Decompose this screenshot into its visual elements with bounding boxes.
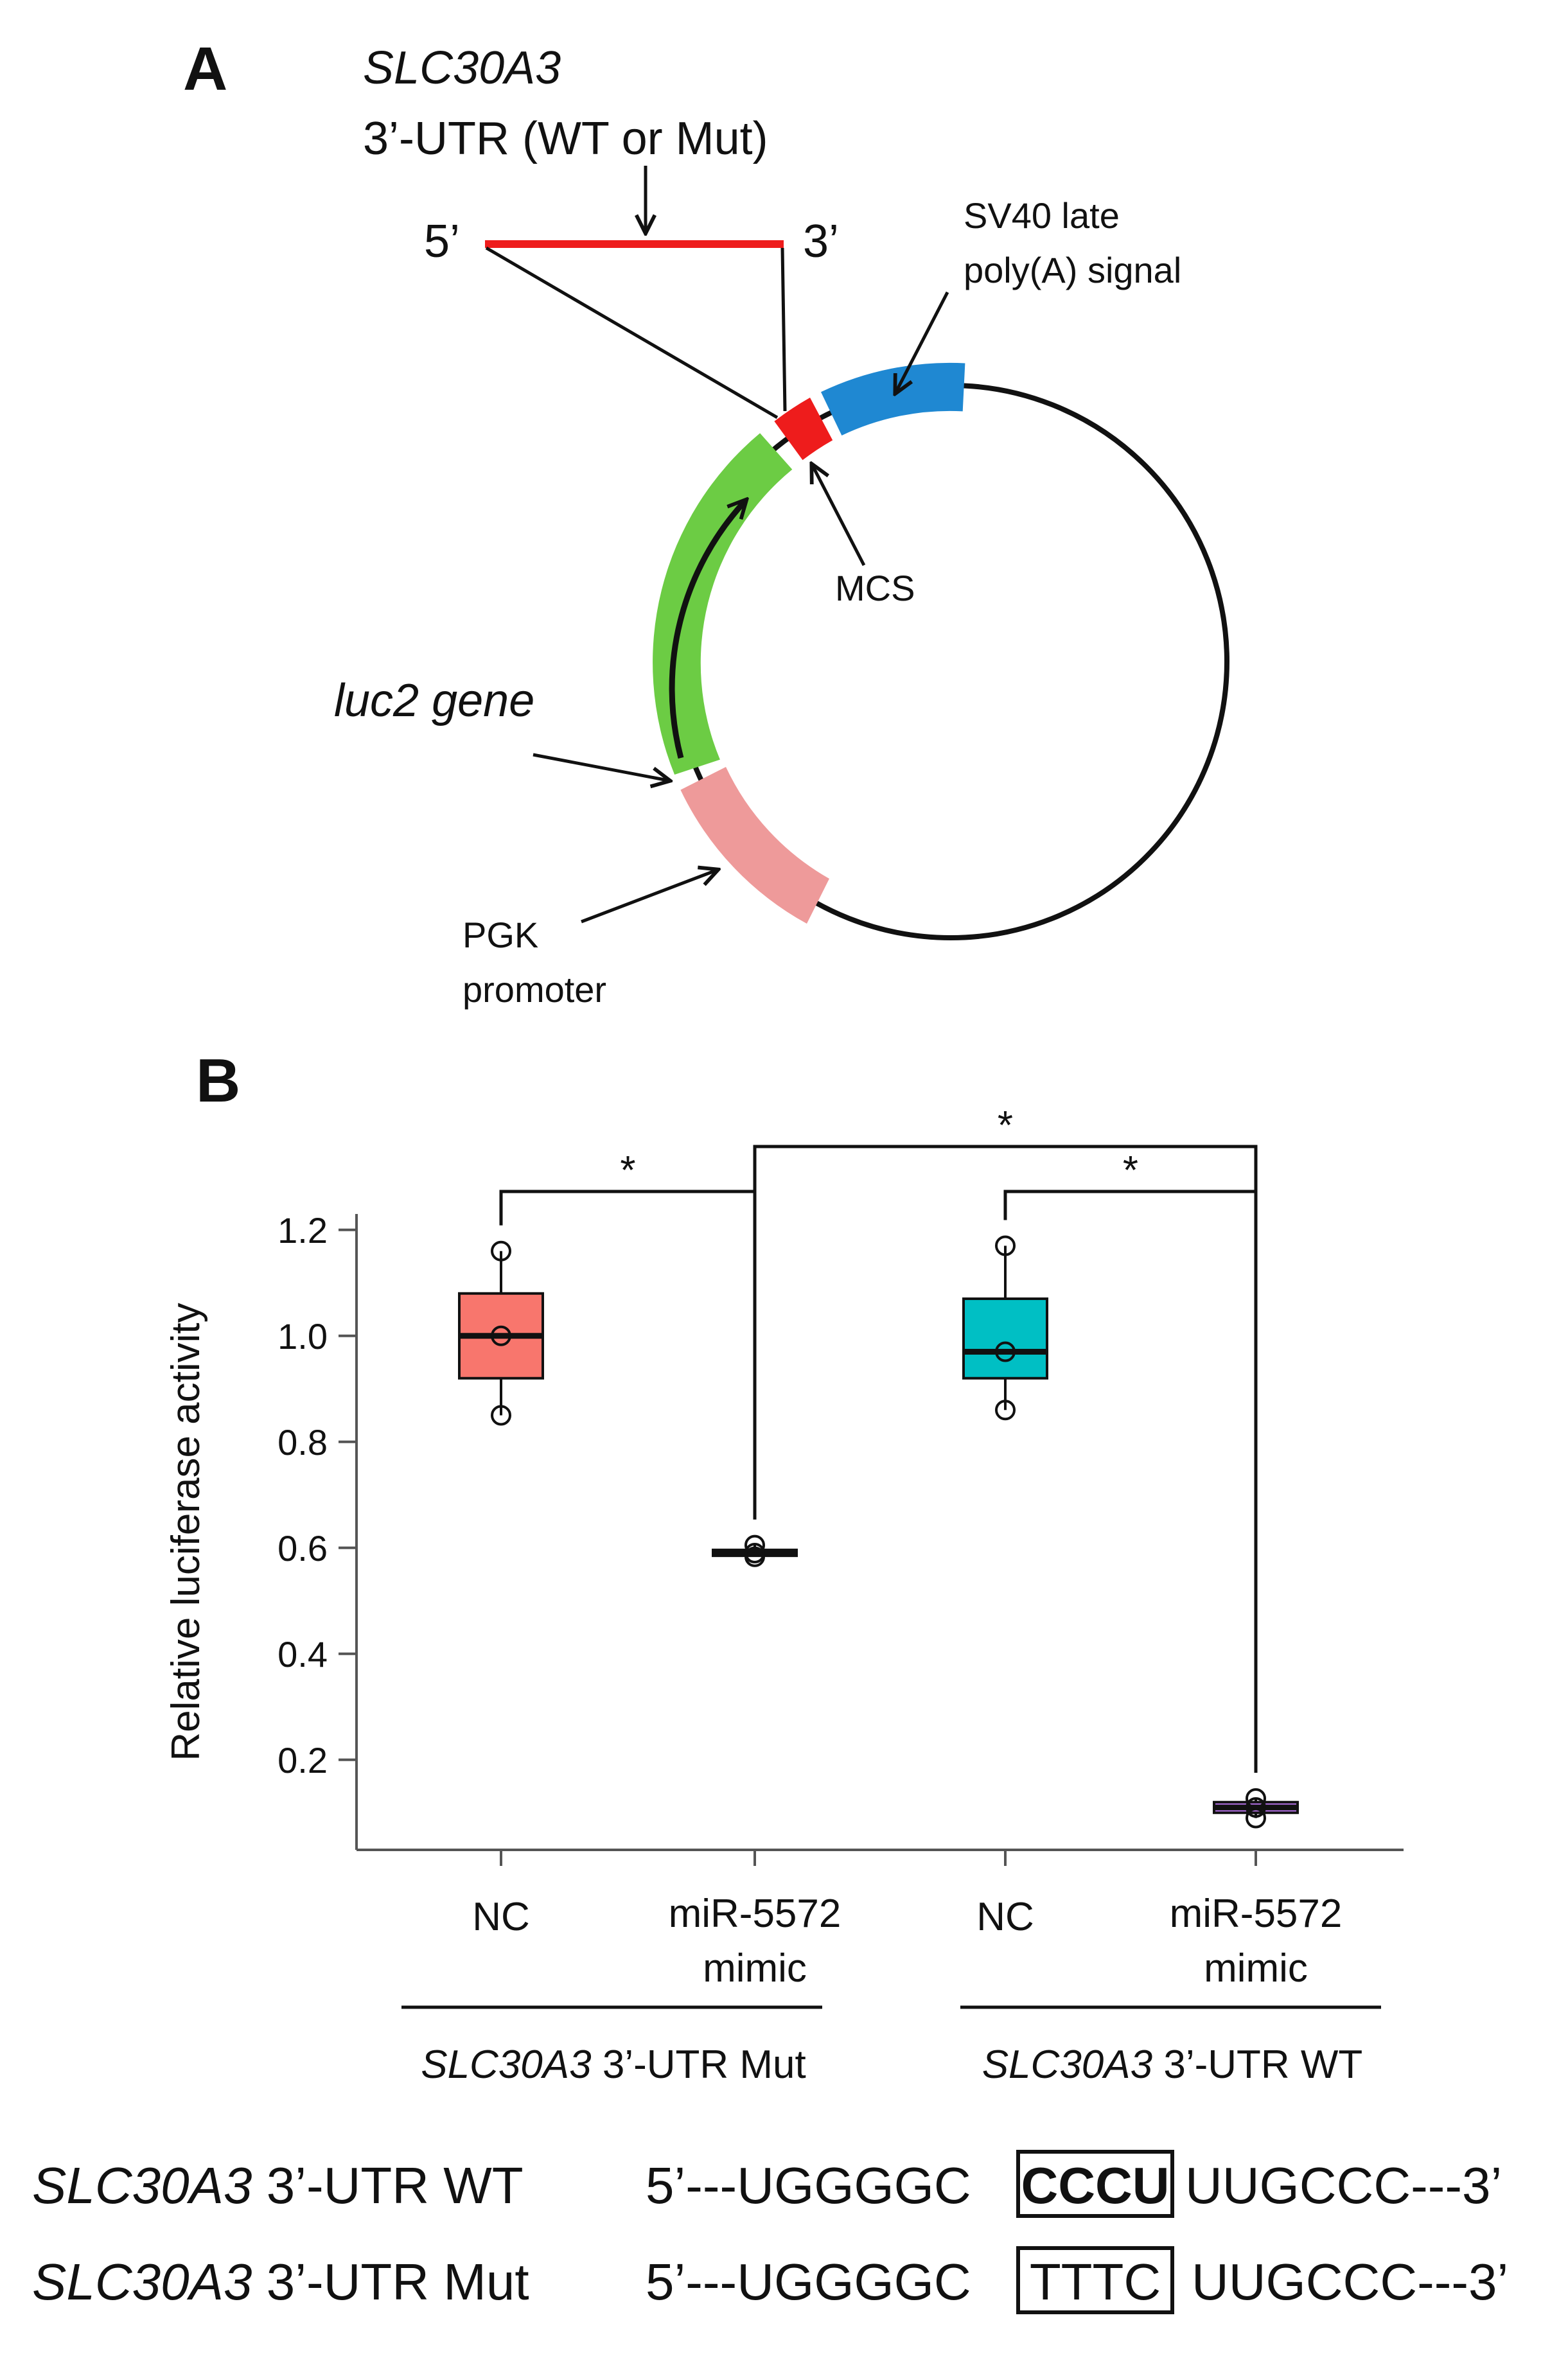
insert-guide-right <box>780 247 787 412</box>
panel-a-letter: A <box>183 35 227 103</box>
data-point <box>491 1405 511 1426</box>
data-point <box>491 1240 511 1262</box>
y-tick-label: 0.8 <box>277 1422 328 1463</box>
pgk-arrow <box>581 870 716 924</box>
significance-star: * <box>620 1148 635 1193</box>
pgk-promoter-segment <box>680 767 829 924</box>
x-label-line2: mimic <box>1204 1946 1308 1991</box>
sv40-label-line1: SV40 late <box>964 195 1120 236</box>
significance-star: * <box>1123 1148 1138 1193</box>
y-tick-label: 0.6 <box>277 1528 328 1569</box>
luc2-segment <box>653 433 793 775</box>
significance-star: * <box>998 1103 1013 1148</box>
significance-brackets: * * * <box>499 1103 1258 1773</box>
three-prime-label: 3’ <box>803 216 839 267</box>
sequence-mut-right: UUGCCC---3’ <box>1192 2253 1508 2310</box>
group-label-wt: SLC30A3 3’-UTR WT <box>982 2043 1363 2087</box>
x-label: miR-5572 <box>669 1892 841 1936</box>
insert-desc-label: 3’-UTR (WT or Mut) <box>363 113 768 164</box>
pgk-label-line1: PGK <box>462 915 538 955</box>
box <box>962 1235 1048 1421</box>
data-point <box>744 1543 765 1563</box>
pgk-label-line2: promoter <box>462 969 606 1010</box>
seed-site-box-wt <box>1016 2150 1174 2218</box>
luc2-arrow <box>533 753 668 780</box>
data-point <box>1246 1807 1266 1829</box>
sequence-mut-left: 5’---UGGGGC <box>646 2253 971 2310</box>
seed-site-box-mut <box>1016 2246 1174 2314</box>
box <box>712 1534 798 1567</box>
box <box>458 1240 544 1426</box>
data-point <box>1246 1797 1266 1818</box>
panel-b: B 0.2 0.4 0.6 0.8 1.0 1.2 Relative luciferase… <box>164 1046 1404 2087</box>
sv40-segment <box>821 362 965 435</box>
y-tick-label: 0.2 <box>277 1740 328 1780</box>
sv40-arrow <box>896 291 949 392</box>
group-label-wt-gene: SLC30A3 <box>982 2043 1152 2087</box>
significance-bracket: * <box>1003 1148 1258 1773</box>
y-tick-label: 0.4 <box>277 1634 328 1675</box>
significance-bracket: * <box>753 1103 1258 1773</box>
sequence-mut-gene: SLC30A3 <box>32 2253 252 2310</box>
data-point <box>995 1235 1016 1256</box>
insert-gene-label: SLC30A3 <box>363 42 561 94</box>
sequence-wt-site: CCCU <box>1021 2157 1169 2214</box>
x-label: miR-5572 <box>1170 1892 1343 1936</box>
luc2-direction-arrow <box>669 501 745 759</box>
data-point <box>995 1400 1016 1421</box>
bracket-line <box>1003 1190 1258 1773</box>
sequence-comparison: SLC30A3 3’-UTR WT 5’---UGGGGC CCCU UUGCC… <box>32 2150 1508 2314</box>
group-label-mut: SLC30A3 3’-UTR Mut <box>421 2043 806 2087</box>
sequence-mut-rest: 3’-UTR Mut <box>252 2253 529 2310</box>
x-label-line2: mimic <box>703 1946 807 1991</box>
luc2-label: luc2 gene <box>334 675 534 726</box>
sequence-wt-gene: SLC30A3 <box>32 2157 252 2214</box>
y-ticks: 0.2 0.4 0.6 0.8 1.0 1.2 <box>277 1210 357 1780</box>
data-point <box>1246 1788 1266 1809</box>
group-label-mut-rest: 3’-UTR Mut <box>592 2043 806 2087</box>
boxes <box>458 1235 1299 1829</box>
mcs-label: MCS <box>835 568 915 608</box>
sequence-wt-left: 5’---UGGGGC <box>646 2157 971 2214</box>
data-point <box>995 1341 1016 1362</box>
sequence-mut-site: TTTC <box>1030 2253 1161 2310</box>
y-tick-label: 1.2 <box>277 1210 328 1251</box>
insert-guide-left <box>485 246 779 419</box>
mcs-segment <box>774 398 833 461</box>
bracket-line <box>753 1145 1258 1773</box>
panel-b-letter: B <box>196 1046 240 1115</box>
x-label: NC <box>976 1895 1034 1939</box>
box <box>1213 1788 1299 1829</box>
x-labels: NC miR-5572 mimic NC miR-5572 mimic <box>472 1850 1342 1991</box>
y-axis-title: Relative luciferase activity <box>164 1303 208 1761</box>
sequence-wt-name: SLC30A3 3’-UTR WT <box>32 2157 524 2214</box>
box-plot: 0.2 0.4 0.6 0.8 1.0 1.2 Relative luciferase a… <box>164 1103 1404 1991</box>
sv40-label-line2: poly(A) signal <box>964 250 1181 290</box>
mcs-arrow <box>813 466 866 567</box>
group-label-wt-rest: 3’-UTR WT <box>1152 2043 1362 2087</box>
x-label: NC <box>472 1895 530 1939</box>
data-point <box>491 1325 511 1346</box>
panel-a: A SLC30A3 3’-UTR (WT or Mut) 5’ 3’ SV40 … <box>183 35 1229 1010</box>
box-body <box>962 1297 1048 1380</box>
five-prime-label: 5’ <box>424 216 460 267</box>
sequence-wt-rest: 3’-UTR WT <box>252 2157 523 2214</box>
group-label-mut-gene: SLC30A3 <box>421 2043 591 2087</box>
sequence-mut-name: SLC30A3 3’-UTR Mut <box>32 2253 529 2310</box>
sequence-wt-right: UUGCCC---3’ <box>1185 2157 1502 2214</box>
data-point <box>744 1534 765 1556</box>
y-tick-label: 1.0 <box>277 1316 328 1357</box>
